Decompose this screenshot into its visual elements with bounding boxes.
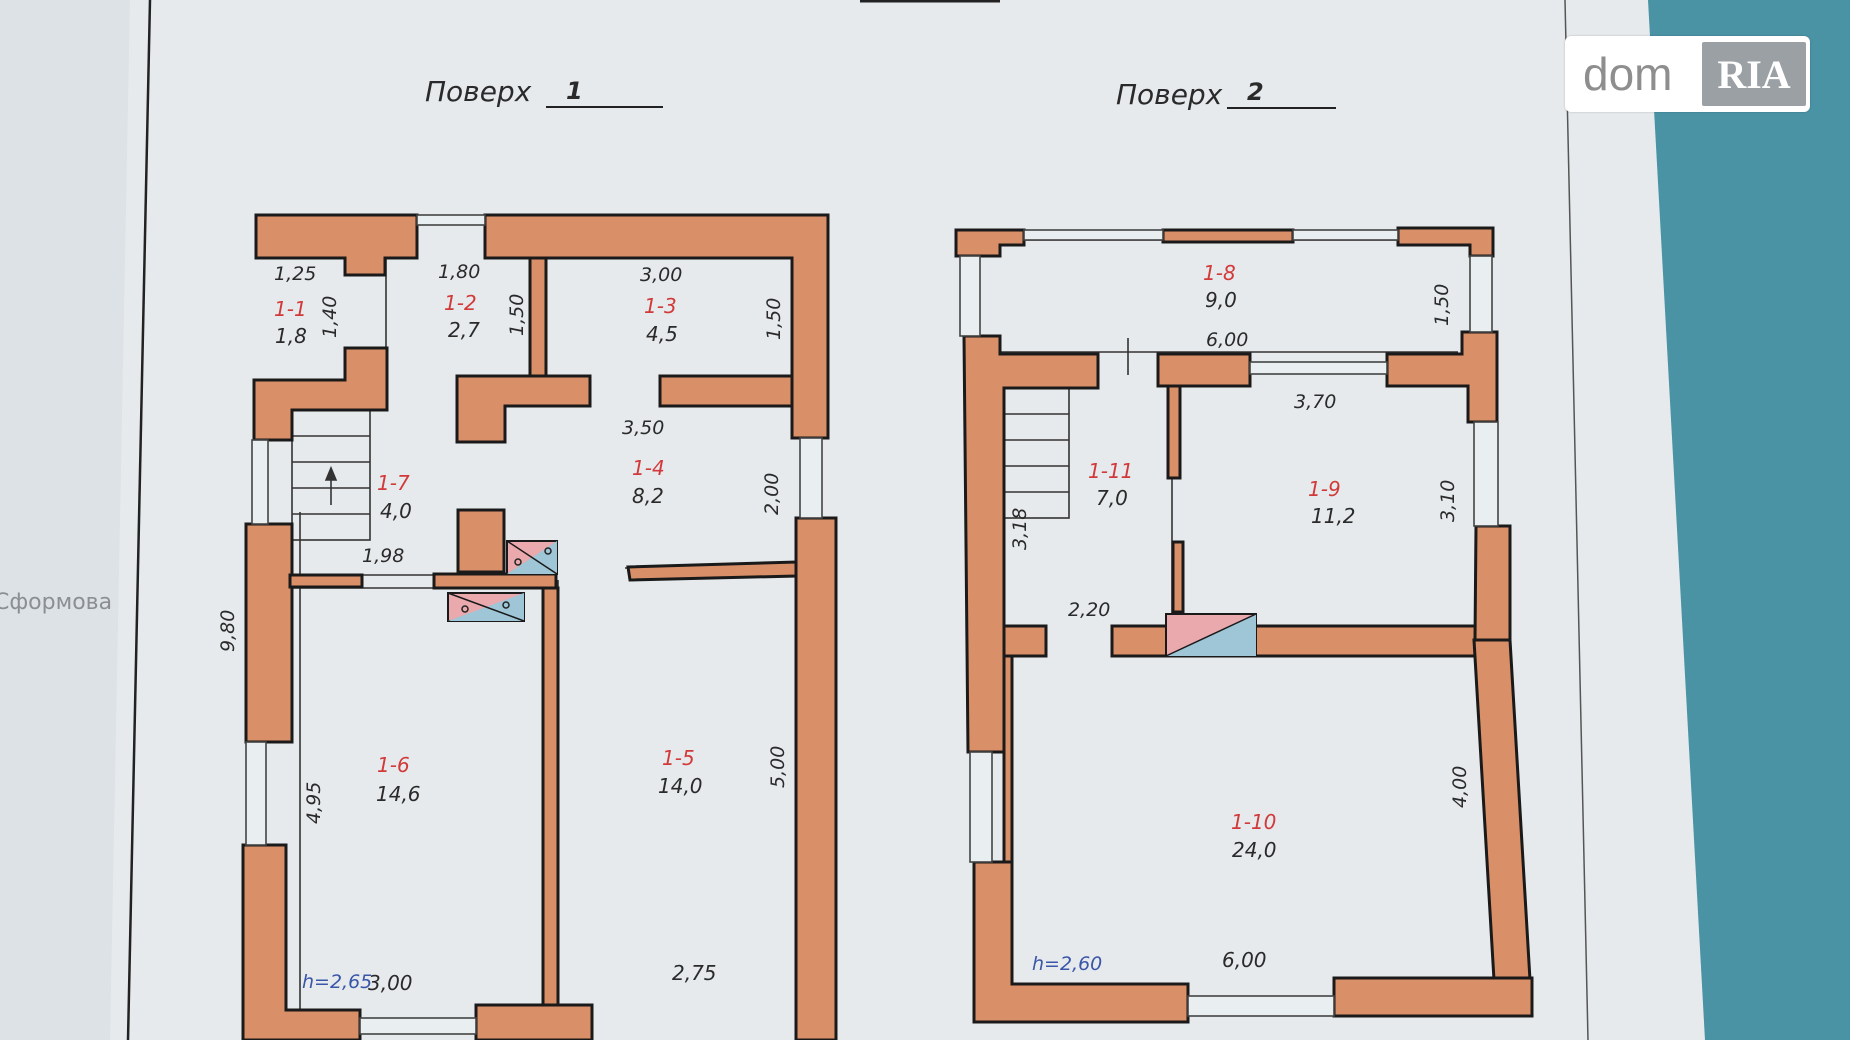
floor-1-number: 1 (566, 77, 583, 105)
room-id: 1-5 (662, 746, 695, 770)
room-id: 1-6 (377, 753, 410, 777)
room-id: 1-1 (274, 297, 307, 321)
room-area: 11,2 (1311, 504, 1356, 528)
watermark-ria-logo: RIA (1702, 42, 1806, 106)
dimension-label: 1,25 (274, 263, 316, 285)
dimension-label: 1,40 (319, 296, 341, 338)
room-area: 4,0 (380, 499, 412, 523)
room-1-11: 1-11 7,0 (1088, 459, 1133, 510)
dimension-label: 2,00 (761, 473, 783, 515)
floor-2-dimensions: 6,00 1,50 3,70 3,18 3,10 2,20 4,00 6,00 … (1009, 284, 1471, 975)
floor-1-walls (241, 213, 838, 1040)
floor-1-plan: Поверх 1 (217, 75, 838, 1040)
dimension-label: 9,80 (217, 610, 239, 652)
paper-sheet (110, 0, 1705, 1040)
floor-2-windows (959, 229, 1499, 1017)
watermark-dom-text: dom (1583, 48, 1673, 100)
dimension-label: 1,50 (506, 294, 528, 336)
room-id: 1-2 (444, 291, 477, 315)
dimension-label: 3,00 (640, 264, 682, 286)
chimney-flue-2 (1165, 613, 1257, 657)
room-area: 9,0 (1205, 288, 1237, 312)
room-area: 14,0 (658, 774, 703, 798)
room-id: 1-9 (1308, 477, 1341, 501)
room-area: 24,0 (1232, 838, 1277, 862)
dimension-label: 2,20 (1068, 599, 1110, 621)
dimension-label: 1,80 (438, 261, 480, 283)
dimension-label: 6,00 (1206, 329, 1248, 351)
room-area: 14,6 (376, 782, 421, 806)
floor-1-ceiling-height: h=2,65 (302, 971, 372, 993)
room-1-4: 1-4 8,2 (632, 456, 665, 508)
floor-2-walls (954, 226, 1534, 1024)
room-1-3: 1-3 4,5 (644, 294, 678, 346)
room-area: 8,2 (632, 484, 664, 508)
room-1-1: 1-1 1,8 (274, 297, 307, 348)
dimension-label: 5,00 (767, 746, 789, 788)
dimension-label: 4,95 (303, 782, 325, 824)
room-1-7: 1-7 4,0 (377, 471, 412, 523)
dimension-label: 2,75 (672, 961, 717, 985)
room-area: 7,0 (1096, 486, 1128, 510)
floor-2-caption: Поверх (1116, 78, 1223, 111)
room-id: 1-11 (1088, 459, 1133, 483)
dimension-label: 4,00 (1449, 766, 1471, 808)
floor-2-number: 2 (1247, 78, 1264, 106)
room-1-6: 1-6 14,6 (376, 753, 421, 806)
chimney-flues-1 (447, 540, 558, 622)
room-area: 1,8 (275, 324, 307, 348)
floor-2-plan: Поверх 2 (954, 78, 1534, 1024)
dimension-label: 1,50 (1431, 284, 1453, 326)
floor-1-windows (245, 214, 823, 1035)
room-id: 1-8 (1203, 261, 1236, 285)
dimension-label: 3,50 (622, 417, 664, 439)
room-id: 1-4 (632, 456, 665, 480)
dimension-label: 3,10 (1437, 480, 1459, 522)
floor-1-caption: Поверх (425, 75, 532, 108)
dom-ria-watermark: dom RIA (1565, 36, 1810, 112)
floor-1-dimensions: 1,25 1,80 3,00 1,40 1,50 1,50 3,50 2,00 … (217, 261, 789, 995)
teal-background (1648, 0, 1850, 1040)
dimension-label: 1,50 (763, 298, 785, 340)
side-page-label: Сформова (0, 590, 113, 615)
room-1-5: 1-5 14,0 (658, 746, 703, 798)
room-1-2: 1-2 2,7 (444, 291, 480, 342)
room-id: 1-10 (1231, 810, 1276, 834)
floor-2-ceiling-height: h=2,60 (1032, 953, 1102, 975)
room-area: 4,5 (646, 322, 678, 346)
room-id: 1-3 (644, 294, 677, 318)
dimension-label: 1,98 (362, 545, 404, 567)
dimension-label: 6,00 (1222, 948, 1267, 972)
room-1-8: 1-8 9,0 (1203, 261, 1237, 312)
dimension-label: 3,18 (1009, 508, 1031, 550)
room-1-9: 1-9 11,2 (1308, 477, 1356, 528)
room-area: 2,7 (448, 318, 480, 342)
dimension-label: 3,00 (368, 971, 413, 995)
room-id: 1-7 (377, 471, 410, 495)
dimension-label: 3,70 (1294, 391, 1336, 413)
room-1-10: 1-10 24,0 (1231, 810, 1277, 862)
